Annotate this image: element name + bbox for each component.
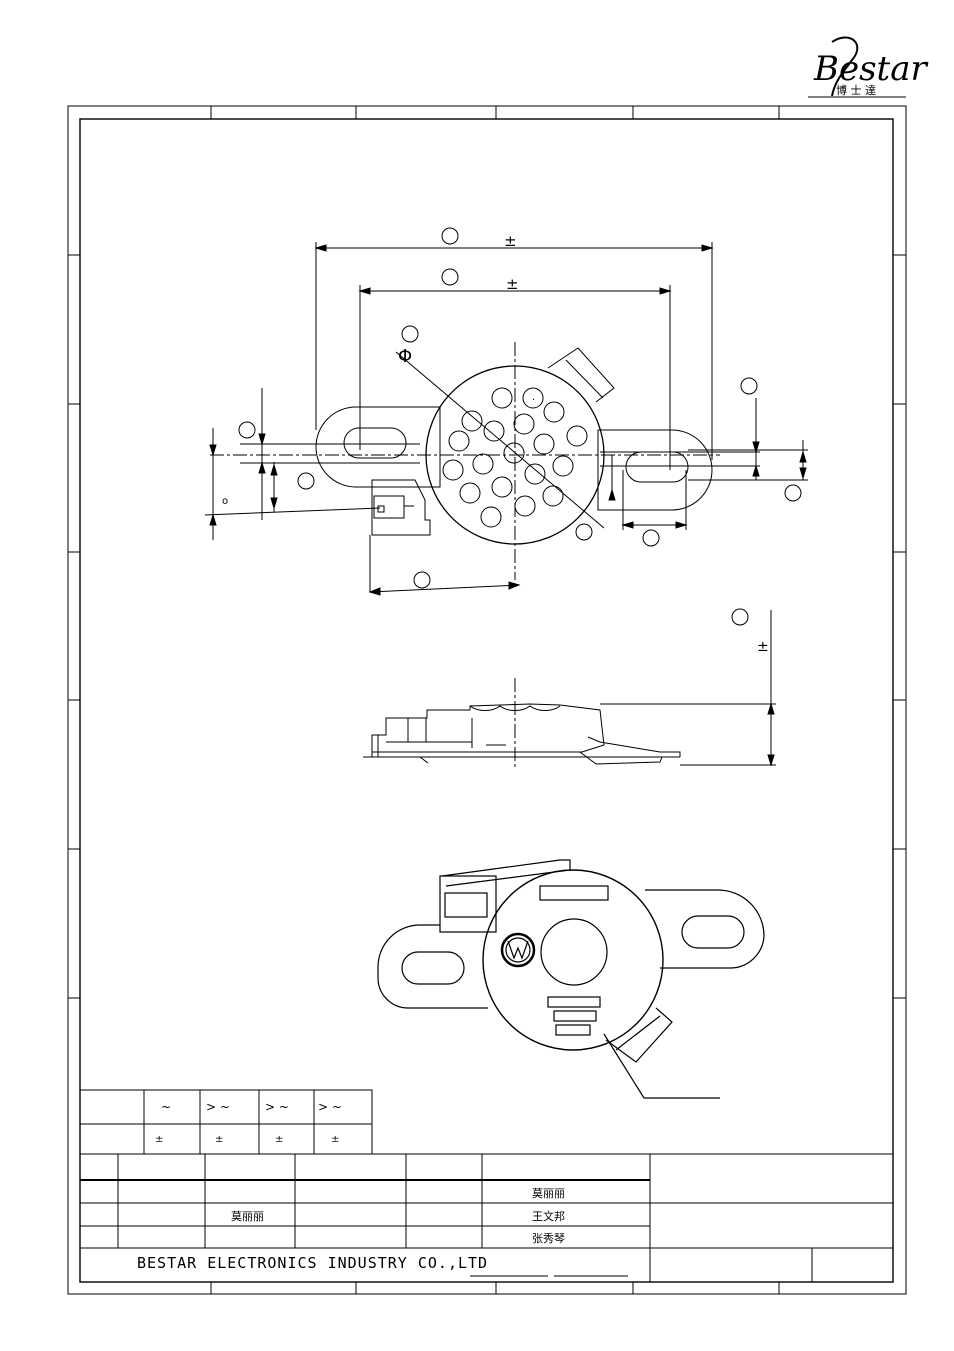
top-view	[204, 227, 808, 596]
tol-range-3: > ~	[265, 1100, 289, 1114]
side-view	[363, 608, 776, 770]
title-name-col6-row2: 王文邦	[532, 1209, 565, 1223]
logo-chinese: 博 士 達	[836, 84, 876, 97]
tol-range-4: > ~	[318, 1100, 342, 1114]
tol-value-2: ±	[215, 1134, 223, 1145]
title-name-col3: 莫丽丽	[231, 1210, 264, 1223]
dim-diameter: Φ	[398, 346, 412, 367]
logo-word: Bestar	[813, 49, 928, 89]
tol-value-4: ±	[331, 1134, 339, 1145]
title-name-col6-row3: 张秀琴	[532, 1232, 565, 1245]
tol-value-1: ±	[155, 1134, 163, 1145]
tol-range-2: > ~	[206, 1100, 230, 1114]
bottom-view	[377, 859, 765, 1099]
dim-small-dot: .	[532, 392, 535, 403]
sheet-frame	[67, 105, 907, 1295]
title-name-col6-row1: 莫丽丽	[532, 1187, 565, 1200]
dim-pm-2: ±	[506, 275, 519, 293]
bestar-logo: Bestar 博 士 達	[808, 36, 928, 98]
title-block	[80, 1153, 893, 1282]
dim-pm-1: ±	[504, 232, 517, 250]
tol-range-1: ~	[161, 1100, 171, 1114]
dim-small-circle: o	[222, 496, 228, 507]
company-name: BESTAR ELECTRONICS INDUSTRY CO.,LTD	[137, 1254, 488, 1272]
dim-pm-3: ±	[757, 639, 769, 655]
tol-value-3: ±	[275, 1134, 283, 1145]
